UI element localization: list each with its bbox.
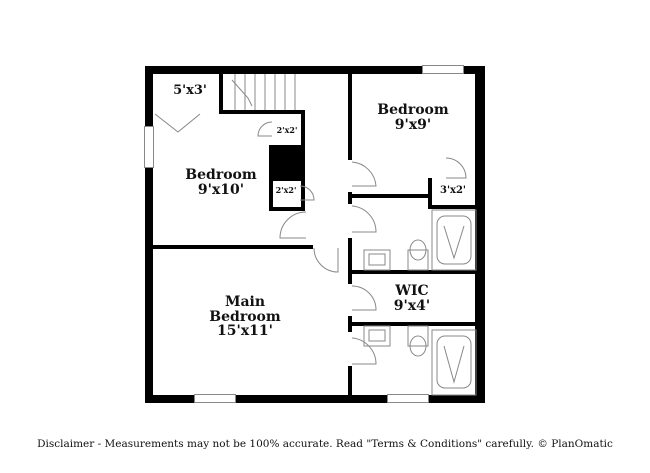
room-name: Bedroom: [377, 102, 449, 118]
room-main-bedroom: Main Bedroom 15'x11': [200, 295, 290, 339]
wall-3x2-left: [428, 178, 432, 208]
exterior-wall-bottom: [145, 395, 485, 403]
wall-closet-bottom: [219, 110, 305, 114]
door-bath1: [351, 205, 377, 233]
bathtub-icon: [431, 209, 477, 271]
room-closet-3x2: 3'x2': [439, 185, 466, 196]
door-bath2: [351, 337, 377, 365]
room-dims: 9'x9': [394, 116, 432, 133]
stairs-icon: [231, 74, 296, 110]
wall-hall-right-bath2: [348, 366, 352, 396]
window-bottom-left: [194, 394, 236, 403]
room-dims: 15'x11': [217, 323, 273, 340]
room-bedroom-2: Bedroom 9'x10': [176, 168, 266, 197]
exterior-wall-right: [475, 66, 485, 403]
room-dims: 9'x10': [197, 181, 245, 198]
wall-bath-bottom: [348, 270, 476, 274]
window-bottom-right: [387, 394, 429, 403]
door-bedroom2: [279, 211, 307, 239]
room-name: Bedroom: [185, 167, 257, 183]
room-name: WIC: [395, 283, 429, 299]
room-closet-2x2-a: 2'x2': [276, 125, 298, 135]
wall-closet-bottom2: [269, 207, 305, 211]
door-2x2-b: [299, 185, 315, 201]
wall-hall-right-upper: [348, 74, 352, 160]
room-closet-5x3: 5'x3': [173, 83, 207, 98]
door-main-bedroom: [313, 247, 339, 273]
wall-wic-bottom: [348, 322, 476, 326]
toilet-icon: [407, 249, 429, 271]
disclaimer-text: Disclaimer - Measurements may not be 100…: [37, 438, 613, 450]
window-top-right: [422, 65, 464, 74]
wall-hall-right-mid: [348, 192, 352, 204]
wall-bedroom-divider: [153, 245, 313, 249]
closet-black-block: [269, 145, 305, 181]
exterior-wall-left: [145, 66, 153, 403]
sink-icon: [363, 249, 391, 271]
door-bedroom3: [351, 161, 377, 187]
room-wic: WIC 9'x4': [372, 284, 452, 313]
wall-hall-right-bath: [348, 238, 352, 284]
door-2x2-a: [257, 121, 273, 137]
wall-closet-left: [269, 145, 273, 210]
room-dims: 9'x4': [393, 297, 431, 314]
room-name-line2: Bedroom: [209, 308, 281, 325]
bifold-door-icon: [154, 113, 201, 133]
window-left: [144, 126, 154, 168]
door-3x2: [445, 157, 467, 179]
room-name-line1: Main: [224, 294, 266, 310]
wall-3x2-bottom: [428, 205, 476, 209]
door-wic: [351, 285, 377, 311]
room-closet-2x2-b: 2'x2': [275, 185, 297, 195]
room-bedroom-3: Bedroom 9'x9': [368, 103, 458, 132]
exterior-wall-top: [145, 66, 485, 74]
wall-bedroom3-bottom: [348, 194, 428, 198]
wall-closet-stair: [219, 70, 223, 114]
